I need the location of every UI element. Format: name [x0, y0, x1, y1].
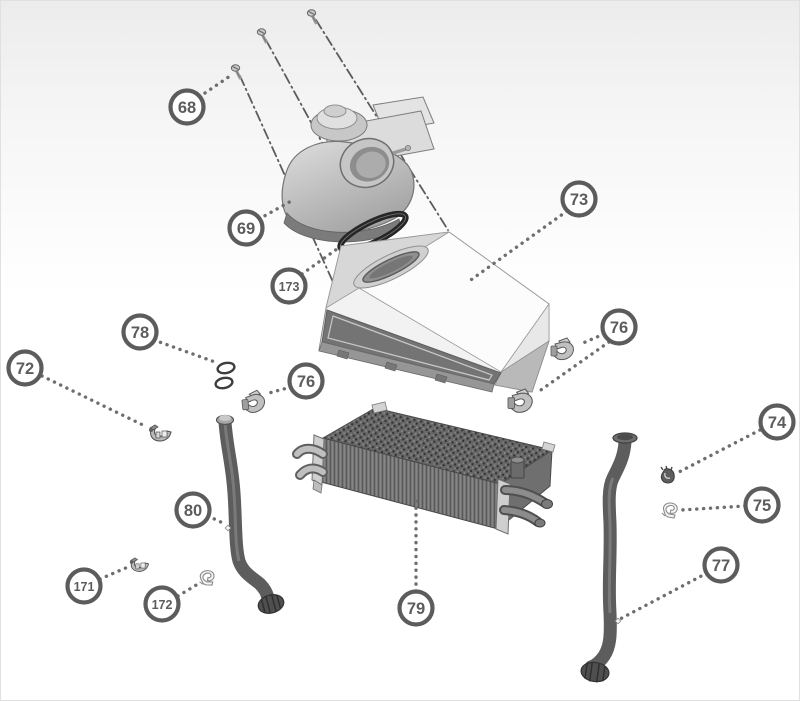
callout-circle — [758, 403, 796, 441]
callout-172-14: 172 — [143, 585, 181, 623]
callout-circle — [143, 585, 181, 623]
callout-circle — [702, 546, 740, 584]
callout-circle — [270, 267, 308, 305]
callout-74-8: 74 — [758, 403, 796, 441]
leader-line-0 — [203, 72, 235, 95]
callout-78-4: 78 — [121, 313, 159, 351]
leader-line-6 — [267, 385, 293, 395]
callout-number: 73 — [570, 191, 588, 209]
callout-number: 76 — [297, 373, 315, 391]
callout-76-6: 76 — [287, 362, 325, 400]
leader-line-14 — [98, 565, 130, 581]
callout-69-1: 69 — [227, 209, 265, 247]
return-pipe-illustration — [580, 432, 638, 683]
callout-circle — [600, 308, 638, 346]
callout-number: 74 — [768, 414, 787, 432]
leader-line-3 — [466, 209, 569, 284]
callout-77-10: 77 — [702, 546, 740, 584]
callout-circle — [227, 209, 265, 247]
leader-line-13 — [206, 514, 227, 526]
callout-circle — [121, 313, 159, 351]
callout-circle — [65, 567, 103, 605]
callout-75-9: 75 — [743, 486, 781, 524]
leader-line-5 — [40, 374, 149, 429]
mounting-screws-illustration — [229, 8, 318, 81]
callout-number: 79 — [407, 600, 425, 618]
callout-circle — [397, 589, 435, 627]
callout-73-3: 73 — [560, 180, 598, 218]
leader-line-2 — [300, 247, 339, 276]
callout-number: 173 — [279, 280, 300, 294]
callout-circle — [743, 486, 781, 524]
callout-number: 78 — [131, 324, 149, 342]
callout-number: 171 — [74, 580, 95, 594]
callout-80-12: 80 — [174, 491, 212, 529]
flow-pipe-illustration — [215, 414, 285, 614]
callout-circle — [6, 349, 44, 387]
leader-line-9 — [677, 428, 762, 474]
collector-hood-illustration — [318, 231, 550, 393]
callout-171-13: 171 — [65, 567, 103, 605]
callout-number: 75 — [753, 497, 771, 515]
leader-line-15 — [176, 582, 200, 598]
callout-number: 72 — [16, 360, 34, 378]
leader-lines — [40, 72, 762, 621]
callout-number: 77 — [712, 557, 730, 575]
leader-line-11 — [618, 571, 709, 621]
callout-circle — [168, 88, 206, 126]
callout-number: 172 — [152, 598, 173, 612]
callout-76-7: 76 — [600, 308, 638, 346]
leader-line-10 — [679, 504, 747, 512]
leader-line-7 — [581, 332, 606, 345]
o-rings-illustration — [214, 361, 236, 390]
callout-circle — [174, 491, 212, 529]
callout-number: 68 — [178, 99, 196, 117]
leader-line-8 — [536, 340, 611, 394]
heat-exchanger-illustration — [292, 401, 556, 535]
leader-line-1 — [257, 198, 295, 221]
callout-173-2: 173 — [270, 267, 308, 305]
callout-number: 80 — [184, 502, 202, 520]
callout-circle — [287, 362, 325, 400]
leader-line-4 — [152, 338, 217, 364]
callout-79-11: 79 — [397, 589, 435, 627]
callout-circle — [560, 180, 598, 218]
callout-number: 69 — [237, 220, 255, 238]
fan-assembly-illustration — [281, 96, 435, 243]
callout-labels: 68 69 173 73 78 72 76 76 74 75 77 79 80 171 172 — [6, 88, 796, 627]
callout-68-0: 68 — [168, 88, 206, 126]
callout-72-5: 72 — [6, 349, 44, 387]
callout-number: 76 — [610, 319, 628, 337]
